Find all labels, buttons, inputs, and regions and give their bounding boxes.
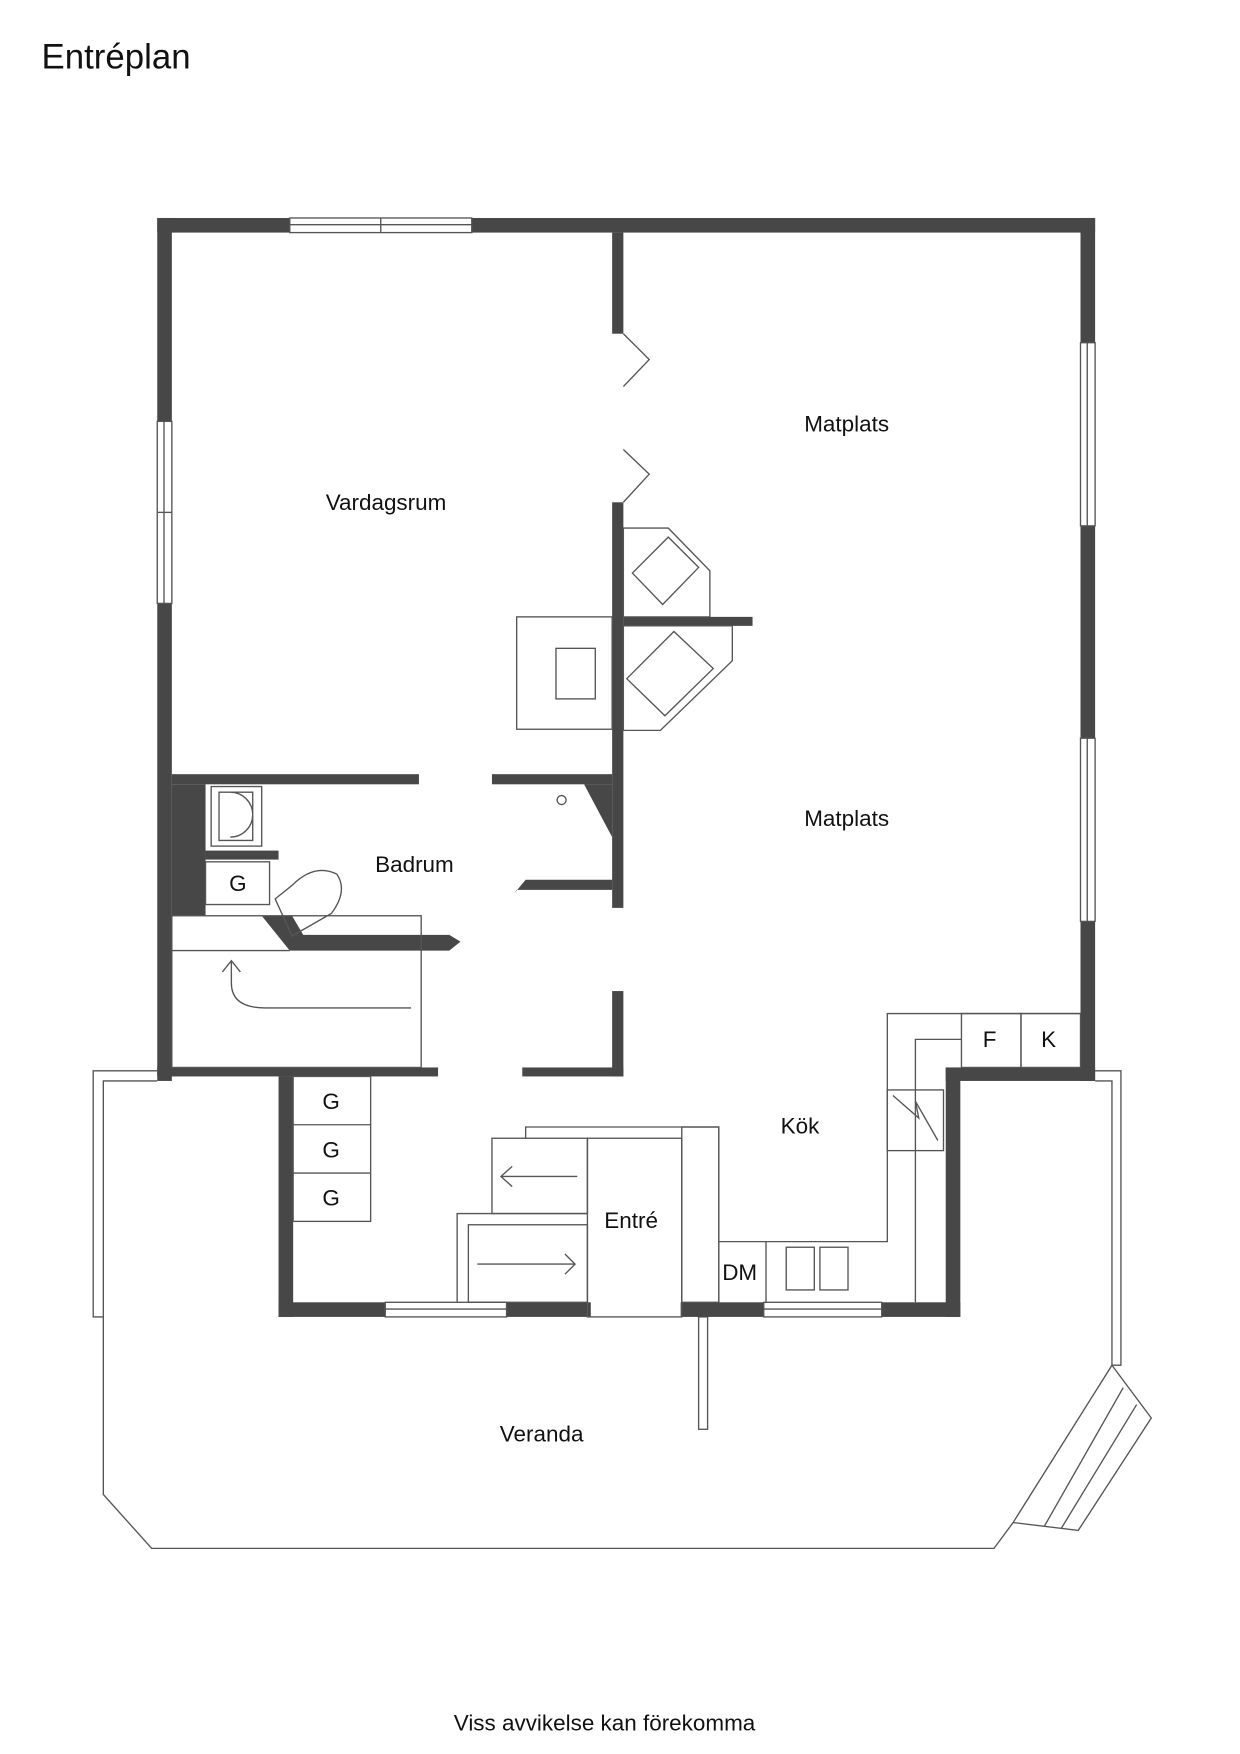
- plan-title: Entréplan: [42, 38, 191, 77]
- fixtures-lines: [171, 333, 1082, 1318]
- walls: [157, 217, 1096, 1317]
- fixture-g-bath: G: [229, 871, 246, 896]
- fixture-k: K: [1041, 1027, 1056, 1052]
- room-label-matplats-upper: Matplats: [804, 411, 889, 436]
- room-label-matplats-lower: Matplats: [804, 806, 889, 831]
- room-label-veranda: Veranda: [500, 1422, 584, 1447]
- fixture-g-3: G: [322, 1186, 339, 1211]
- room-label-badrum: Badrum: [375, 852, 454, 877]
- fixture-g-2: G: [322, 1137, 339, 1162]
- fixture-g-1: G: [322, 1089, 339, 1114]
- room-label-kok: Kök: [781, 1114, 820, 1139]
- room-label-entre: Entré: [604, 1208, 658, 1233]
- veranda-outline: [92, 1070, 1153, 1550]
- fixture-f: F: [983, 1027, 997, 1052]
- disclaimer: Viss avvikelse kan förekomma: [454, 1710, 756, 1735]
- fixture-dm: DM: [722, 1260, 757, 1285]
- room-label-vardagsrum: Vardagsrum: [326, 490, 447, 515]
- windows: [156, 217, 1096, 1318]
